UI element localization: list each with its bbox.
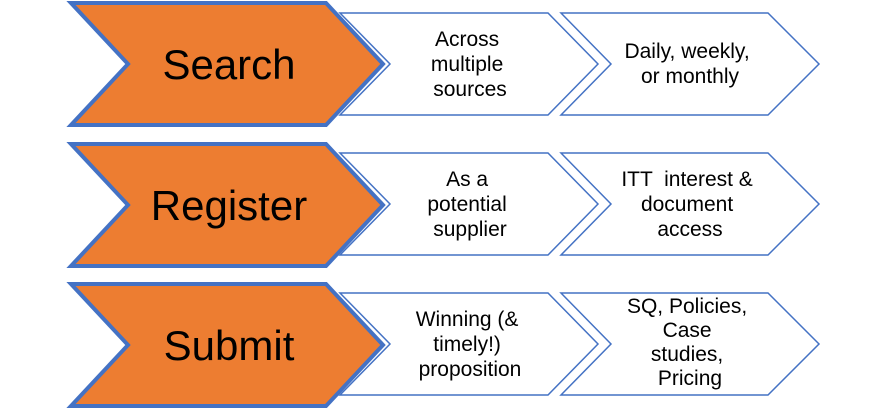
step-text-register-1: As a potential supplier bbox=[427, 168, 512, 241]
row-submit: Submit Winning (& timely!) proposition S… bbox=[66, 282, 821, 408]
step-text-register-2: ITT interest & document access bbox=[621, 168, 758, 241]
step-chevron-submit-2 bbox=[559, 292, 821, 396]
row-register: Register As a potential supplier ITT int… bbox=[66, 142, 821, 268]
main-label-submit: Submit bbox=[164, 322, 295, 369]
row-search: Search Across multiple sources Daily, we… bbox=[66, 0, 821, 127]
main-chevron-search bbox=[66, 0, 386, 127]
step-chevron-search-1 bbox=[338, 12, 600, 116]
step-text-search-1: Across multiple sources bbox=[431, 28, 509, 101]
step-text-search-2: Daily, weekly, or monthly bbox=[624, 40, 755, 88]
step-chevron-register-1 bbox=[338, 152, 600, 256]
main-label-register: Register bbox=[151, 182, 307, 229]
step-text-submit-1: Winning (& timely!) proposition bbox=[416, 308, 525, 381]
step-chevron-register-2 bbox=[559, 152, 821, 256]
main-chevron-submit bbox=[66, 282, 386, 408]
step-chevron-search-2 bbox=[559, 12, 821, 116]
main-chevron-register bbox=[66, 142, 386, 268]
main-label-search: Search bbox=[162, 41, 295, 88]
step-chevron-submit-1 bbox=[338, 292, 600, 396]
step-text-submit-2: SQ, Policies, Case studies, Pricing bbox=[627, 295, 753, 390]
